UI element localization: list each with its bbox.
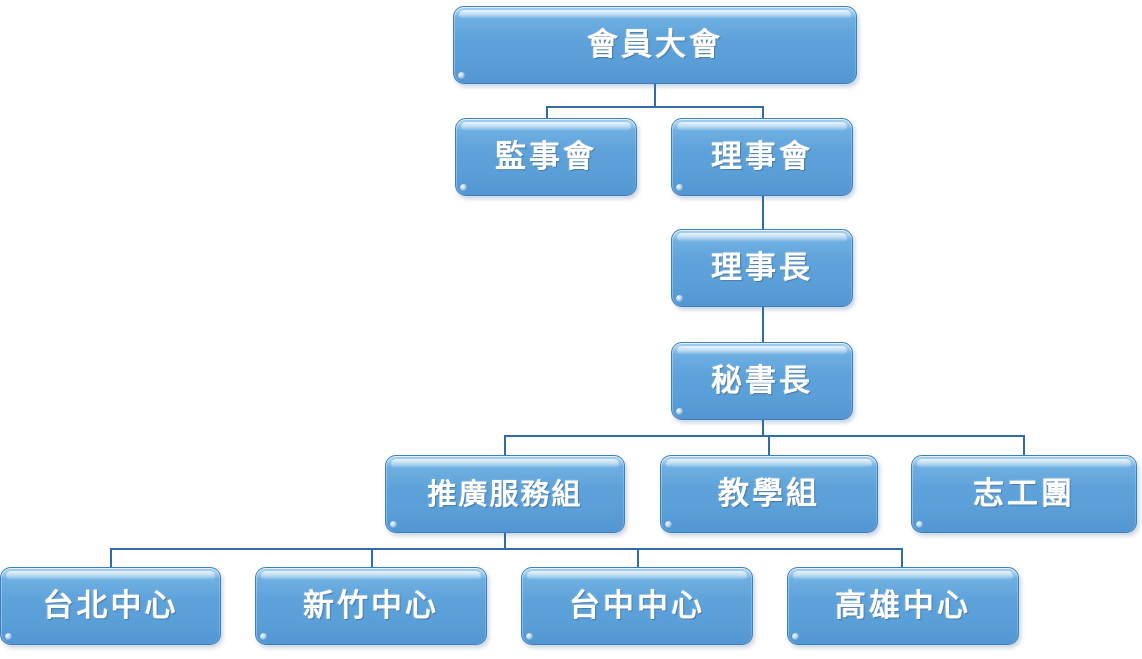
node-label-supervisor: 監事會 bbox=[495, 138, 597, 175]
node-teaching[interactable]: 教學組 bbox=[660, 455, 878, 533]
connector-to-promotion bbox=[504, 435, 506, 455]
node-assembly[interactable]: 會員大會 bbox=[453, 6, 857, 84]
node-label-taichung: 台中中心 bbox=[569, 587, 705, 624]
connector-secretary-bus bbox=[504, 435, 1025, 437]
node-label-teaching: 教學組 bbox=[718, 475, 820, 512]
connector-to-hsinchu bbox=[371, 548, 373, 568]
connector-promotion-drop bbox=[504, 533, 506, 550]
node-label-promotion: 推廣服務組 bbox=[427, 476, 583, 511]
node-label-taipei: 台北中心 bbox=[42, 587, 179, 624]
node-label-volunteer: 志工團 bbox=[973, 475, 1075, 512]
connector-assembly-bus bbox=[546, 106, 764, 108]
node-hsinchu[interactable]: 新竹中心 bbox=[255, 567, 487, 645]
node-label-hsinchu: 新竹中心 bbox=[303, 587, 439, 624]
connector-to-teaching bbox=[768, 435, 770, 455]
node-label-kaohsiung: 高雄中心 bbox=[835, 587, 971, 624]
node-promotion[interactable]: 推廣服務組 bbox=[385, 455, 625, 533]
node-directors[interactable]: 理事會 bbox=[671, 118, 853, 196]
node-volunteer[interactable]: 志工團 bbox=[911, 455, 1137, 533]
connector-chairman-secretary bbox=[762, 307, 764, 342]
connector-promotion-bus bbox=[110, 548, 902, 550]
node-label-directors: 理事會 bbox=[711, 138, 813, 175]
connector-assembly-drop bbox=[654, 84, 656, 108]
node-taipei[interactable]: 台北中心 bbox=[0, 567, 221, 645]
connector-to-kaohsiung bbox=[901, 548, 903, 568]
node-taichung[interactable]: 台中中心 bbox=[521, 567, 753, 645]
node-supervisor[interactable]: 監事會 bbox=[455, 118, 637, 196]
connector-to-taipei bbox=[110, 548, 112, 568]
connector-to-volunteer bbox=[1023, 435, 1025, 455]
connector-directors-chairman bbox=[762, 196, 764, 229]
node-secretary[interactable]: 秘書長 bbox=[671, 342, 853, 420]
connector-secretary-drop bbox=[762, 420, 764, 437]
connector-to-supervisor bbox=[546, 106, 548, 120]
node-label-assembly: 會員大會 bbox=[587, 26, 723, 63]
node-chairman[interactable]: 理事長 bbox=[671, 229, 853, 307]
connector-to-directors bbox=[762, 106, 764, 120]
node-kaohsiung[interactable]: 高雄中心 bbox=[787, 567, 1019, 645]
node-label-secretary: 秘書長 bbox=[711, 362, 813, 399]
node-label-chairman: 理事長 bbox=[711, 249, 813, 286]
connector-to-taichung bbox=[637, 548, 639, 568]
